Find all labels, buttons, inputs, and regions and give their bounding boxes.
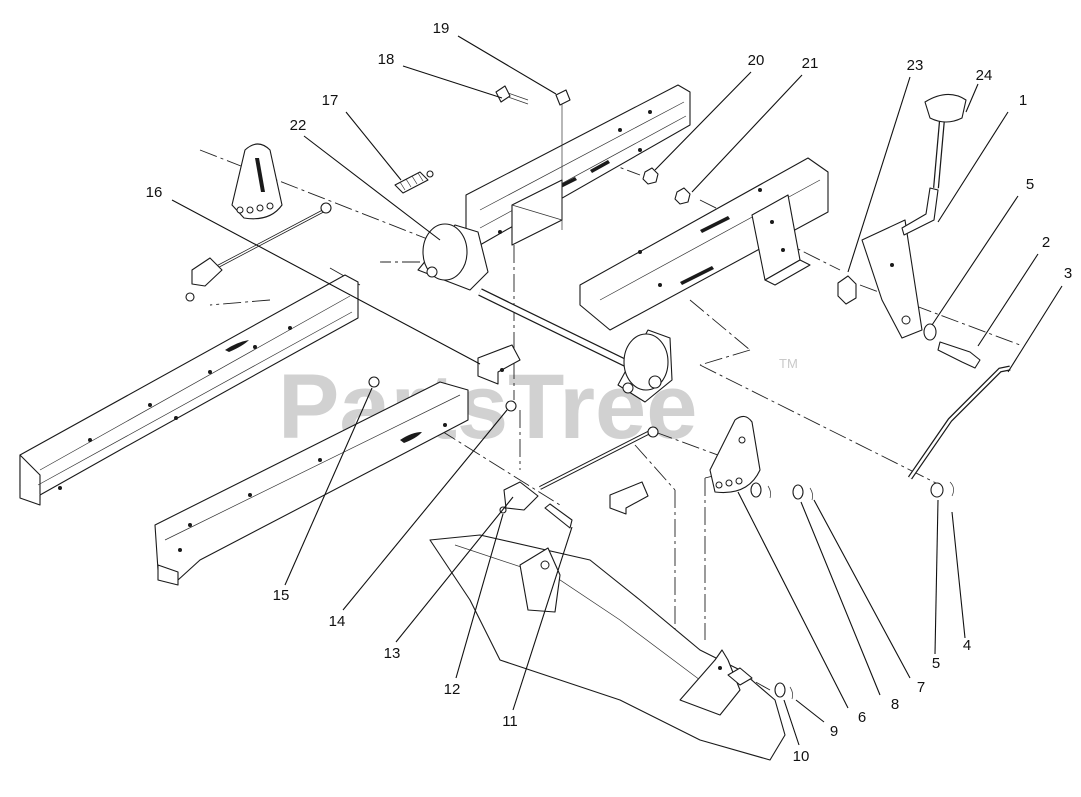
lever-arm-1	[901, 187, 939, 236]
callout-12: 12	[444, 681, 461, 698]
callout-3: 3	[1064, 265, 1072, 282]
callout-1: 1	[1019, 92, 1027, 109]
left-frame-rail	[19, 274, 359, 506]
bolt-part-18	[495, 85, 529, 105]
nut-20	[642, 167, 659, 185]
upper-right-frame-channel	[579, 157, 829, 331]
callout-14: 14	[329, 613, 346, 630]
callout-13: 13	[384, 645, 401, 662]
nut-21	[674, 187, 691, 205]
callout-7: 7	[917, 679, 925, 696]
saddle-brackets	[477, 344, 649, 515]
callout-20: 20	[748, 52, 765, 69]
nut-parts	[642, 167, 691, 205]
handle-knob-24	[924, 93, 967, 123]
spring-part-17	[394, 170, 434, 194]
callout-15: 15	[273, 587, 290, 604]
callout-24: 24	[976, 67, 993, 84]
callout-22: 22	[290, 117, 307, 134]
callout-21: 21	[802, 55, 819, 72]
small-nuts	[368, 376, 517, 412]
callout-18: 18	[378, 51, 395, 68]
pivot-shaft-assembly	[417, 223, 673, 403]
callout-6: 6	[858, 709, 866, 726]
callout-8: 8	[891, 696, 899, 713]
callout-labels: 1 2 3 4 5 5 6 7 8 9 10 11 12 13 14 15 16…	[146, 20, 1073, 765]
callout-2: 2	[1042, 234, 1050, 251]
callout-4: 4	[963, 637, 971, 654]
height-adjust-plate-upper	[231, 143, 283, 220]
deck-lift-arm	[429, 534, 794, 761]
callout-9: 9	[830, 723, 838, 740]
lever-bracket	[861, 219, 923, 339]
callout-16: 16	[146, 184, 163, 201]
callout-23: 23	[907, 57, 924, 74]
upper-left-rod	[185, 202, 332, 302]
callout-5-upper: 5	[1026, 176, 1034, 193]
callout-11: 11	[502, 713, 518, 730]
right-mounting-plate	[751, 194, 811, 286]
callout-17: 17	[322, 92, 339, 109]
middle-frame-rail	[154, 381, 469, 586]
height-adjust-plate-lower	[709, 415, 814, 501]
callout-5-lower: 5	[932, 655, 940, 672]
upper-center-frame-channel	[465, 84, 691, 246]
callout-leader-lines	[171, 35, 1063, 746]
watermark-trademark: TM	[779, 356, 798, 371]
right-washer-and-bolt	[923, 323, 981, 369]
callout-19: 19	[433, 20, 450, 37]
clevis-rod-assembly	[499, 426, 659, 529]
lift-lever-assembly	[837, 93, 967, 339]
callout-10: 10	[793, 748, 810, 765]
spacer-23	[837, 275, 857, 305]
link-rod-3	[907, 365, 1011, 498]
screw-part-19	[555, 89, 571, 230]
